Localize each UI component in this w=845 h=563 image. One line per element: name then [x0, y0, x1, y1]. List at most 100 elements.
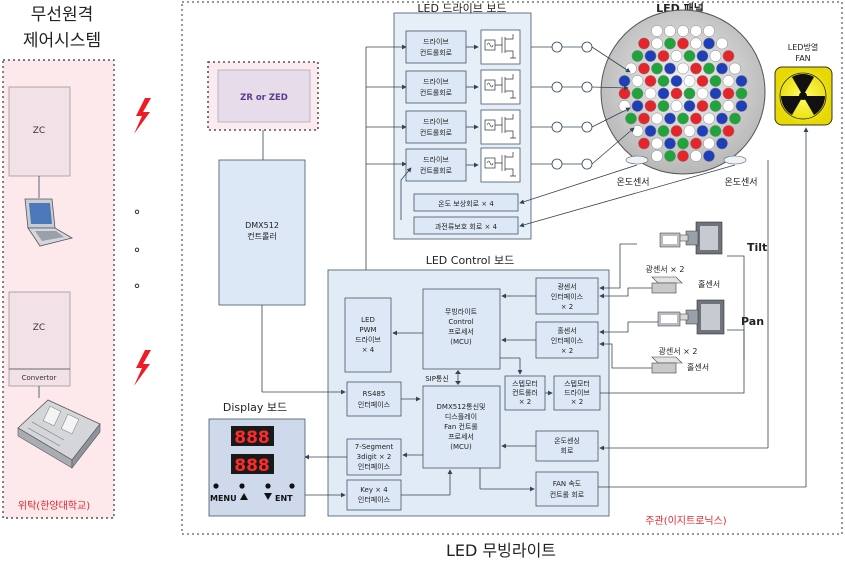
menu-label: MENU — [210, 494, 237, 503]
led — [631, 75, 644, 87]
driver-label-line1: 드라이브 — [423, 155, 449, 164]
led — [696, 75, 709, 87]
light-sensor-label-2: 광센서 × 2 — [659, 346, 698, 356]
fan-icon — [779, 72, 827, 120]
led — [644, 125, 657, 137]
seven-seg-digits-2: 888 — [234, 456, 270, 476]
led — [709, 87, 722, 100]
led — [651, 62, 663, 75]
led — [644, 50, 657, 62]
zc-box-bottom — [8, 291, 71, 387]
step-drv-line1: 스텝모터 — [564, 379, 590, 388]
driver-control-box — [405, 110, 467, 144]
temp-sensor-label-left: 온도센서 — [616, 177, 649, 188]
led — [709, 75, 722, 87]
led — [683, 50, 696, 62]
led — [651, 25, 663, 37]
led — [703, 37, 715, 50]
led — [670, 100, 683, 112]
left-title-line2: 제어시스템 — [23, 31, 101, 51]
rs485-line1: RS485 — [363, 390, 386, 398]
zr-zed-label: ZR or ZED — [240, 93, 288, 103]
seven-seg-display-1 — [231, 426, 274, 446]
step-drv-line2: 드라이브 — [564, 388, 590, 397]
led — [664, 112, 676, 125]
led — [670, 75, 683, 87]
down-button[interactable] — [265, 483, 271, 489]
dmx512-controller-line2: 컨트롤러 — [247, 231, 276, 241]
seg7-line3: 인터페이스 — [358, 462, 391, 471]
temp-comp-box — [413, 193, 519, 212]
led — [716, 112, 728, 125]
temp-comp-label: 온도 보상회로 × 4 — [438, 199, 494, 208]
led — [690, 37, 702, 50]
seg7-line1: 7-Segment — [355, 443, 394, 451]
step-ctrl-line1: 스텝모터 — [512, 379, 538, 388]
led — [664, 150, 676, 162]
led-pwm-line3: 드라이브 — [355, 335, 381, 344]
step-controller-box — [504, 375, 546, 411]
mcu1-line1: 무빙라이트 — [445, 307, 478, 316]
step-ctrl-line3: × 2 — [519, 398, 532, 406]
key-if-box — [346, 479, 402, 511]
fan-label-line1: LED방열 — [788, 42, 818, 52]
led — [651, 137, 663, 150]
step-driver-box — [553, 375, 601, 411]
key-line2: 인터페이스 — [358, 495, 391, 504]
led — [709, 50, 722, 62]
fan-ctrl-line1: FAN 속도 — [553, 480, 582, 488]
light-sensor-label-1: 광센서 × 2 — [646, 264, 685, 274]
driver-label-line2: 컨트롤회로 — [420, 128, 453, 137]
led — [696, 87, 709, 100]
led — [677, 150, 689, 162]
led — [683, 100, 696, 112]
up-button[interactable] — [239, 483, 245, 489]
driver-label-line2: 컨트롤회로 — [420, 48, 453, 57]
led — [670, 125, 683, 137]
hall-if-line1: 홀센서 — [557, 326, 576, 335]
driver-control-box — [405, 30, 467, 64]
driver-label-line1: 드라이브 — [423, 117, 449, 126]
led — [722, 87, 735, 100]
mcu2-line2: 디스플레이 — [445, 412, 477, 421]
pan-motor-icon — [657, 299, 725, 335]
led — [703, 62, 715, 75]
driver-output-lines — [531, 41, 635, 170]
led — [716, 137, 728, 150]
control-mcu-box — [422, 288, 501, 370]
temp-sense-line2: 회로 — [561, 447, 574, 455]
convertor-label: Convertor — [22, 374, 57, 382]
enter-button[interactable] — [289, 483, 295, 489]
led — [709, 125, 722, 137]
led — [703, 112, 715, 125]
led — [651, 150, 663, 162]
led — [644, 100, 657, 112]
led — [722, 50, 735, 62]
led — [709, 100, 722, 112]
led — [735, 75, 748, 87]
mcu2-line5: (MCU) — [450, 443, 472, 451]
led — [677, 25, 689, 37]
led — [670, 50, 683, 62]
hall-sensor-if-box — [535, 321, 599, 359]
led — [683, 87, 696, 100]
driver-label-line1: 드라이브 — [423, 37, 449, 46]
fan-label-line2: FAN — [795, 54, 810, 63]
driver-control-box — [405, 70, 467, 104]
dmx512-controller-line1: DMX512 — [245, 221, 279, 230]
down-arrow-icon — [264, 493, 272, 500]
seven-seg-display-2 — [231, 454, 274, 474]
led — [670, 87, 683, 100]
overcurrent-label: 과전류보호 회로 × 4 — [435, 222, 498, 231]
led — [677, 37, 689, 50]
mcu1-line4: (MCU) — [450, 338, 472, 346]
driver-control-box — [405, 148, 467, 182]
ellipsis-dot-3: ° — [134, 282, 141, 298]
menu-button[interactable] — [213, 483, 219, 489]
temp-sensor-pad-right — [723, 155, 747, 165]
led — [644, 87, 657, 100]
laptop-icon — [24, 198, 74, 247]
led — [638, 62, 650, 75]
